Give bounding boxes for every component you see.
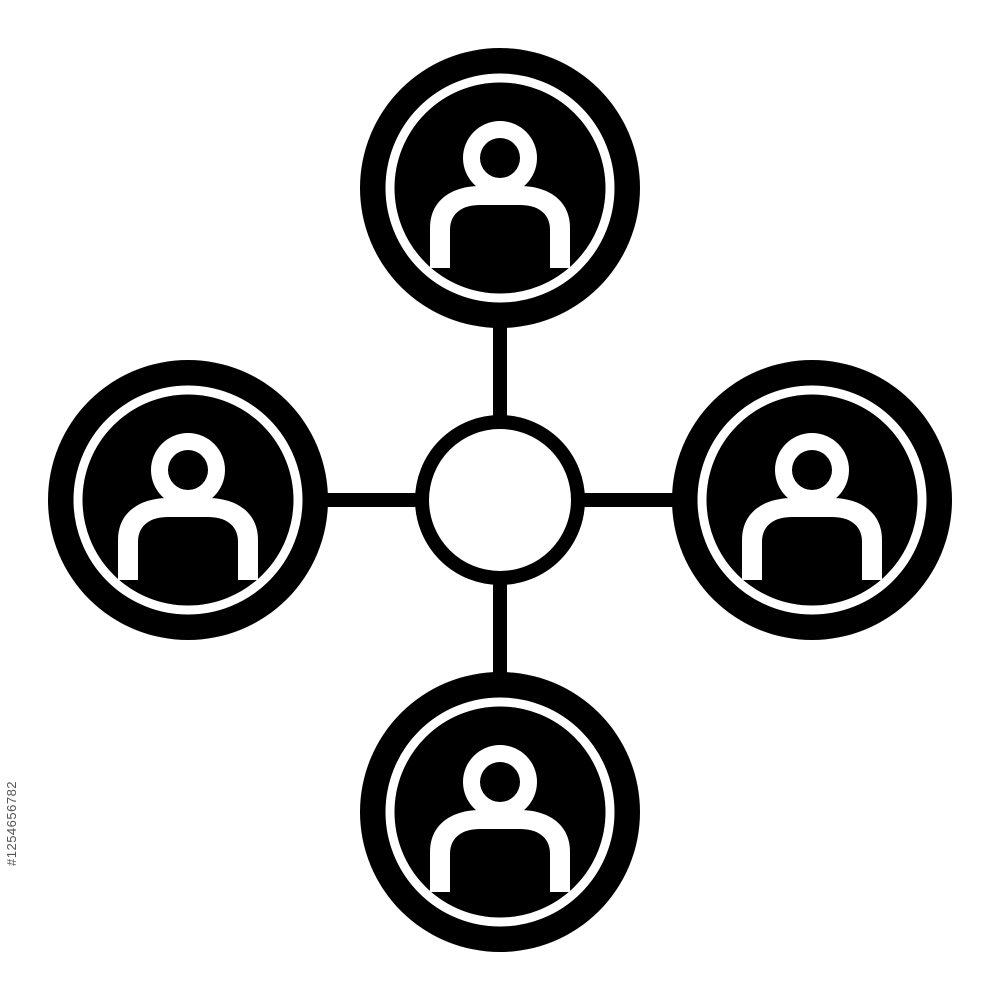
person-icon: [430, 745, 570, 892]
user-node-bottom: [360, 672, 640, 952]
connector-lines: [313, 311, 687, 685]
user-node-inner-border: [385, 697, 615, 927]
person-icon: [742, 433, 882, 580]
hub-circle: [415, 415, 585, 585]
user-node-left: [48, 360, 328, 640]
person-icon: [118, 433, 258, 580]
user-node-inner-border: [73, 385, 303, 615]
user-node-top: [360, 48, 640, 328]
person-icon: [430, 121, 570, 268]
stock-id-label: #1254656782: [4, 780, 19, 866]
user-node-right: [672, 360, 952, 640]
user-node-inner-border: [385, 73, 615, 303]
user-node-inner-border: [697, 385, 927, 615]
